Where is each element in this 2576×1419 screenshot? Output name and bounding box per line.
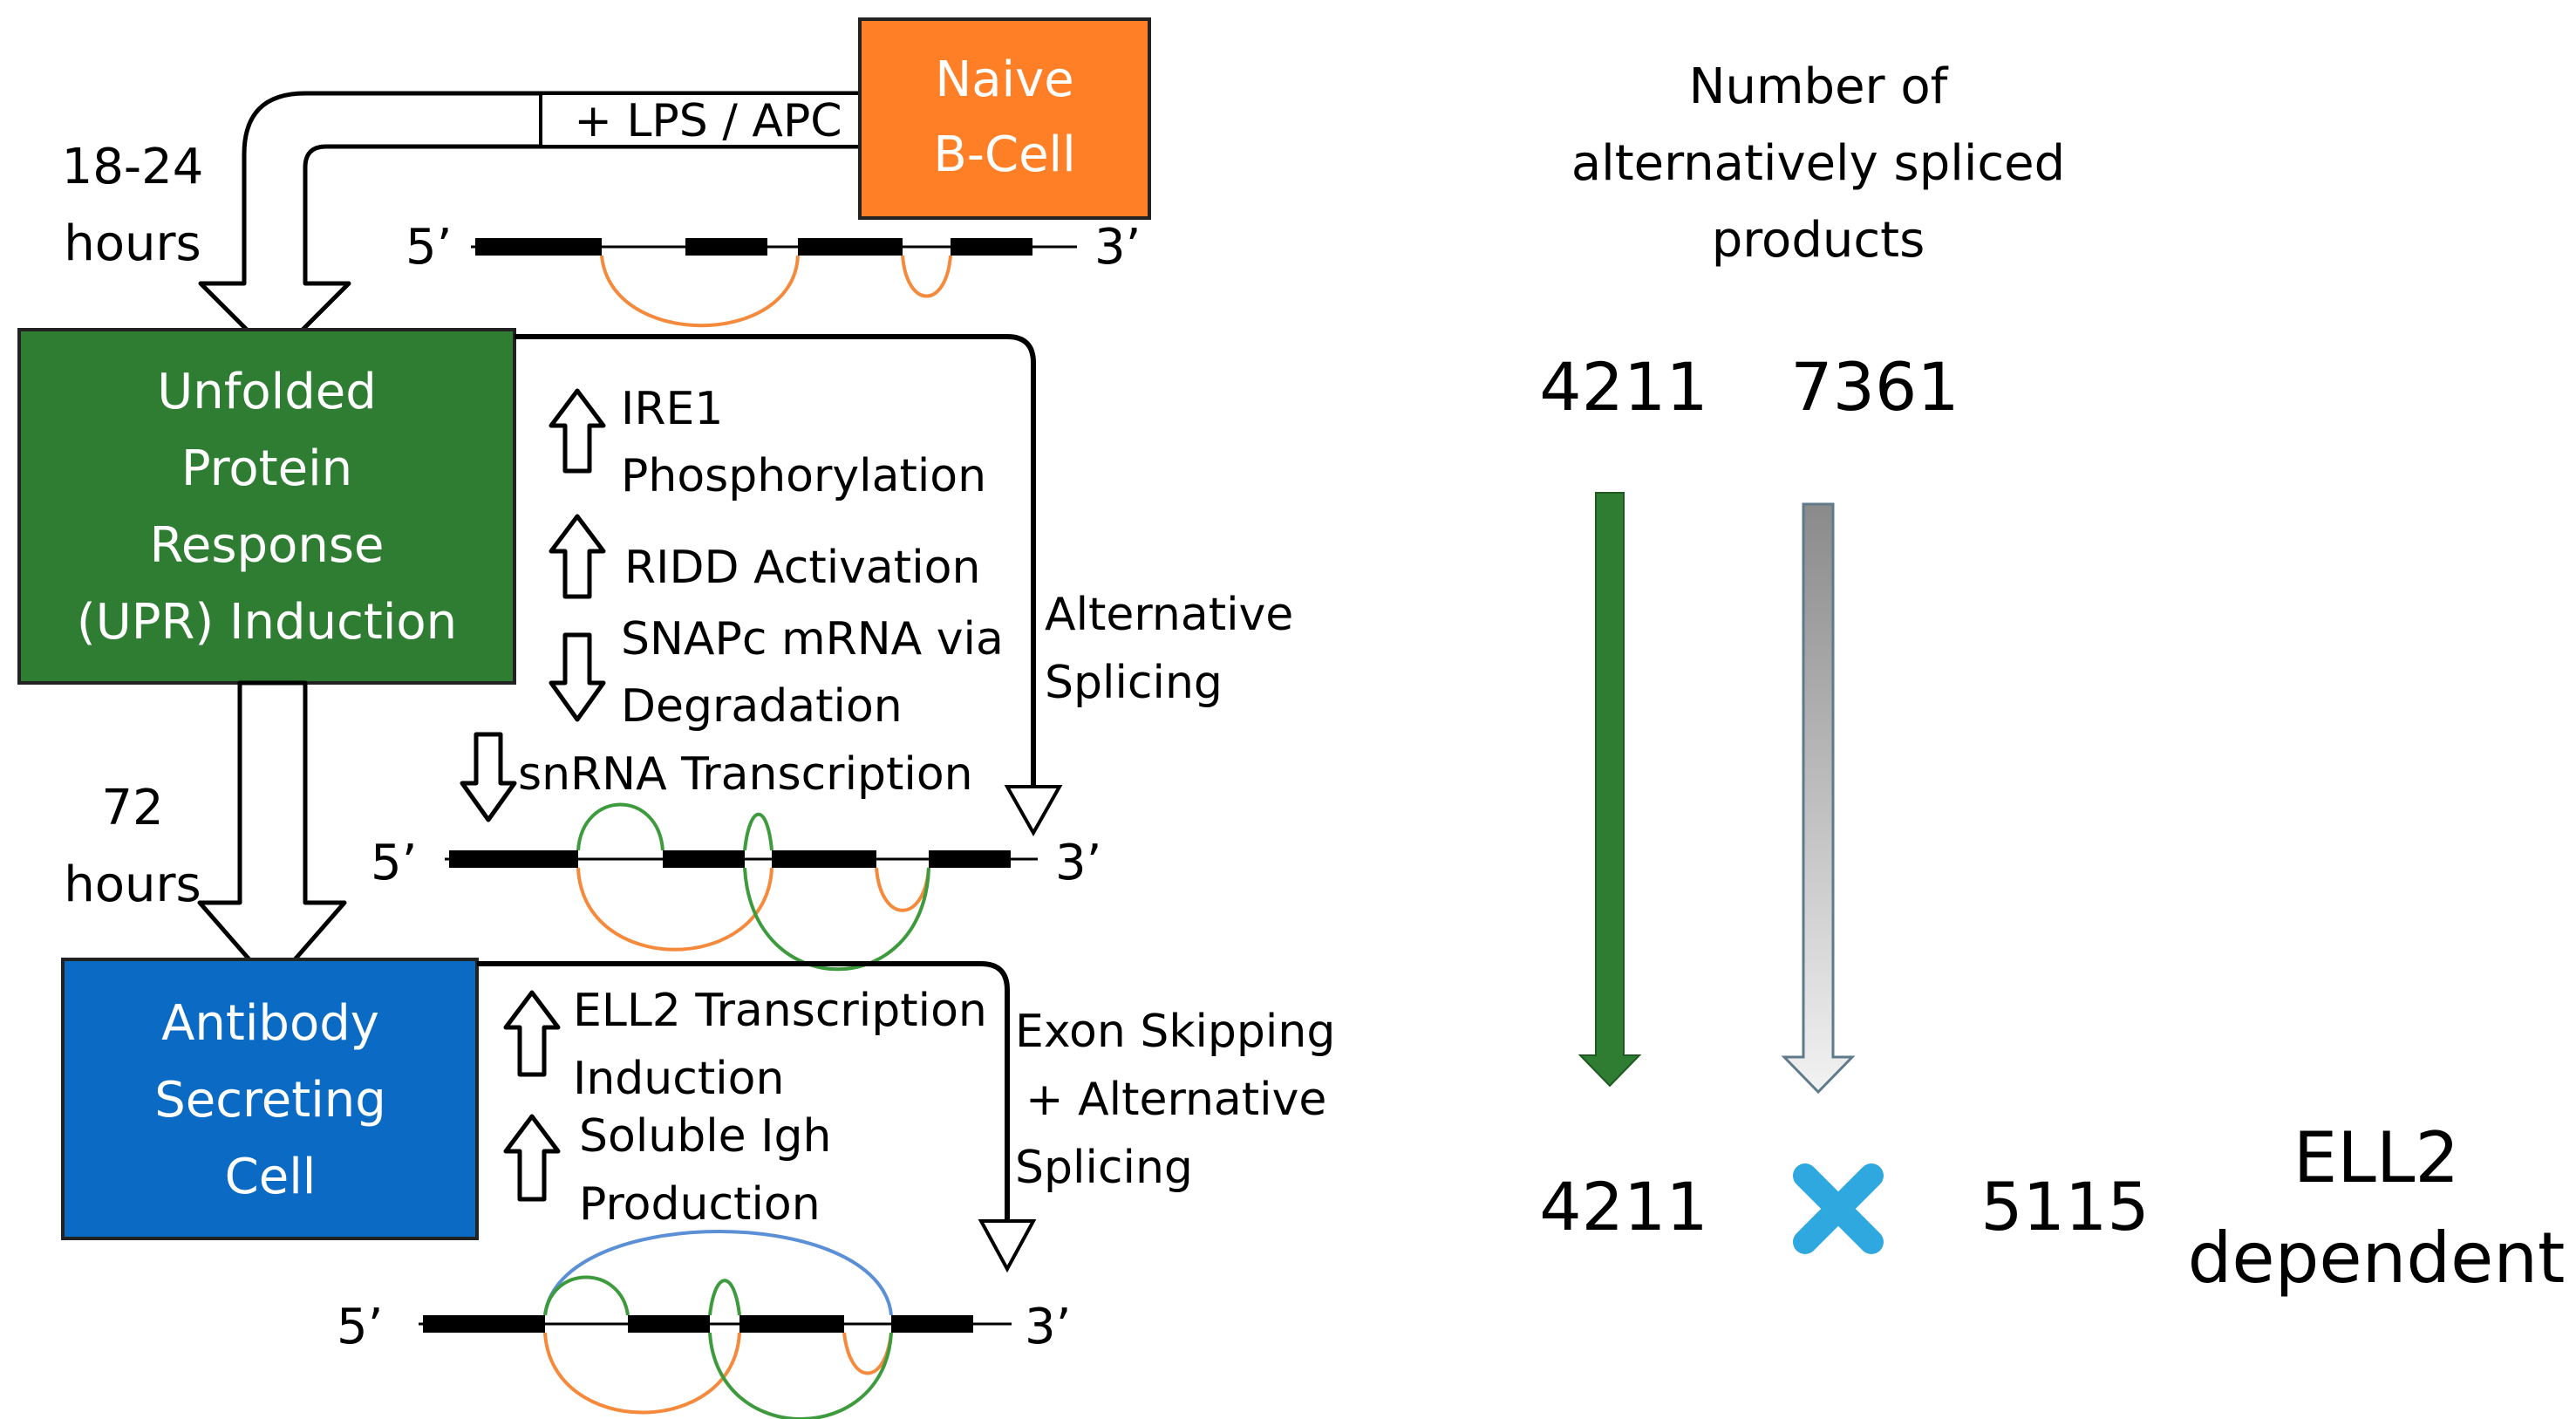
upr-box-line4: (UPR) Induction — [77, 594, 457, 651]
connector-upr-to-splicing — [515, 334, 1036, 787]
gene-asc-3prime: 3’ — [1025, 1299, 1071, 1355]
count-top-left: 4211 — [1539, 348, 1707, 426]
connector-upr-arrowhead — [1004, 785, 1063, 837]
gene-naive-3prime: 3’ — [1094, 219, 1141, 276]
exon — [891, 1315, 973, 1333]
count-top-right: 7361 — [1790, 348, 1959, 426]
counts-header-line3: products — [1712, 212, 1925, 269]
upr-induction-box — [17, 328, 516, 685]
up-arrow-icon — [549, 388, 606, 474]
down-arrow-icon — [549, 632, 606, 722]
counts-header-line1: Number of — [1689, 58, 1949, 115]
up-arrow-icon — [503, 1114, 561, 1202]
exon — [449, 850, 578, 868]
exon — [772, 850, 876, 868]
splice-arc-green — [543, 1275, 630, 1316]
exon — [663, 850, 745, 868]
up-arrow-icon — [503, 990, 561, 1077]
upr-event-snrna: snRNA Transcription — [518, 748, 973, 801]
splice-arc-orange — [543, 1332, 741, 1415]
stimulus-label: + LPS / APC — [574, 95, 842, 147]
splice-arc-green — [708, 1332, 893, 1419]
arrow-upr-to-asc — [197, 680, 347, 988]
exon — [798, 238, 903, 256]
asc-event-igh-line1: Soluble Igh — [579, 1110, 832, 1163]
asc-event-igh-line2: Production — [579, 1178, 821, 1231]
count-bottom-right: 5115 — [1980, 1168, 2149, 1245]
asc-outcome-line1: Exon Skipping — [1015, 1006, 1335, 1058]
splice-arc-orange — [875, 867, 930, 912]
naive-box-line2: B-Cell — [933, 126, 1075, 183]
upr-event-ire1-line2: Phosphorylation — [621, 450, 986, 502]
gene-asc-5prime: 5’ — [337, 1299, 383, 1355]
exon — [423, 1315, 545, 1333]
cross-icon — [1793, 1163, 1884, 1254]
upr-event-ridd: RIDD Activation — [624, 542, 980, 594]
upr-event-ire1-line1: IRE1 — [621, 383, 723, 435]
asc-event-ell2-line2: Induction — [573, 1053, 784, 1105]
exon — [685, 238, 767, 256]
gene-naive: 5’ 3’ — [405, 219, 1141, 328]
time-label-first-line1: 18-24 — [62, 139, 204, 195]
asc-outcome-line2: + Alternative — [1026, 1074, 1326, 1126]
up-arrow-icon — [549, 514, 606, 599]
splice-arc-orange — [576, 867, 773, 952]
exon — [929, 850, 1011, 868]
down-arrow-icon — [460, 732, 517, 822]
asc-box-line2: Secreting — [154, 1072, 386, 1129]
upr-outcome-line1: Alternative — [1045, 589, 1293, 641]
counts-header-line2: alternatively spliced — [1571, 135, 2065, 192]
time-label-second-line1: 72 — [101, 780, 163, 836]
upr-box-line2: Protein — [181, 440, 352, 497]
gene-naive-5prime: 5’ — [405, 219, 452, 276]
connector-asc-to-splicing — [477, 961, 1010, 1221]
upr-event-snapc-line2: Degradation — [621, 680, 903, 733]
gene-upr-3prime: 3’ — [1055, 835, 1101, 891]
ell2-dependent-line2: dependent — [2188, 1218, 2566, 1299]
splice-arc-orange — [901, 255, 952, 298]
upr-box-line3: Response — [150, 517, 385, 574]
asc-box-line1: Antibody — [161, 995, 379, 1052]
time-label-first-line2: hours — [64, 215, 201, 272]
upr-outcome-line2: Splicing — [1045, 657, 1223, 709]
splice-arc-blue — [543, 1230, 893, 1316]
gene-asc: 5’ 3’ — [337, 1230, 1071, 1419]
counts-panel: Number of alternatively spliced products… — [1539, 58, 2565, 1299]
splice-arc-green — [743, 812, 773, 851]
asc-outcome-line3: Splicing — [1015, 1142, 1193, 1194]
connector-asc-arrowhead — [978, 1219, 1037, 1273]
time-label-second-line2: hours — [64, 856, 201, 913]
exon — [628, 1315, 710, 1333]
upr-event-snapc-line1: SNAPc mRNA via — [621, 613, 1004, 665]
naive-box-line1: Naive — [935, 51, 1073, 108]
exon — [739, 1315, 844, 1333]
ell2-dependent-line1: ELL2 — [2293, 1117, 2460, 1198]
gene-upr-5prime: 5’ — [371, 835, 417, 891]
splice-arc-green — [708, 1279, 741, 1316]
exon — [951, 238, 1032, 256]
upr-box-line1: Unfolded — [157, 364, 377, 420]
count-bottom-left: 4211 — [1539, 1168, 1707, 1245]
grey-down-arrow — [1781, 502, 1856, 1095]
asc-box-line3: Cell — [225, 1149, 317, 1205]
splice-arc-green — [576, 802, 664, 851]
splice-arc-green — [743, 867, 930, 972]
antibody-secreting-cell-box — [61, 958, 479, 1240]
splice-arc-orange — [600, 255, 800, 328]
gene-upr: 5’ 3’ — [371, 802, 1101, 972]
exon — [475, 238, 602, 256]
stimulus-label-box — [539, 92, 874, 148]
naive-b-cell-box — [858, 17, 1151, 220]
green-down-arrow — [1578, 492, 1642, 1088]
asc-event-ell2-line1: ELL2 Transcription — [573, 985, 987, 1037]
